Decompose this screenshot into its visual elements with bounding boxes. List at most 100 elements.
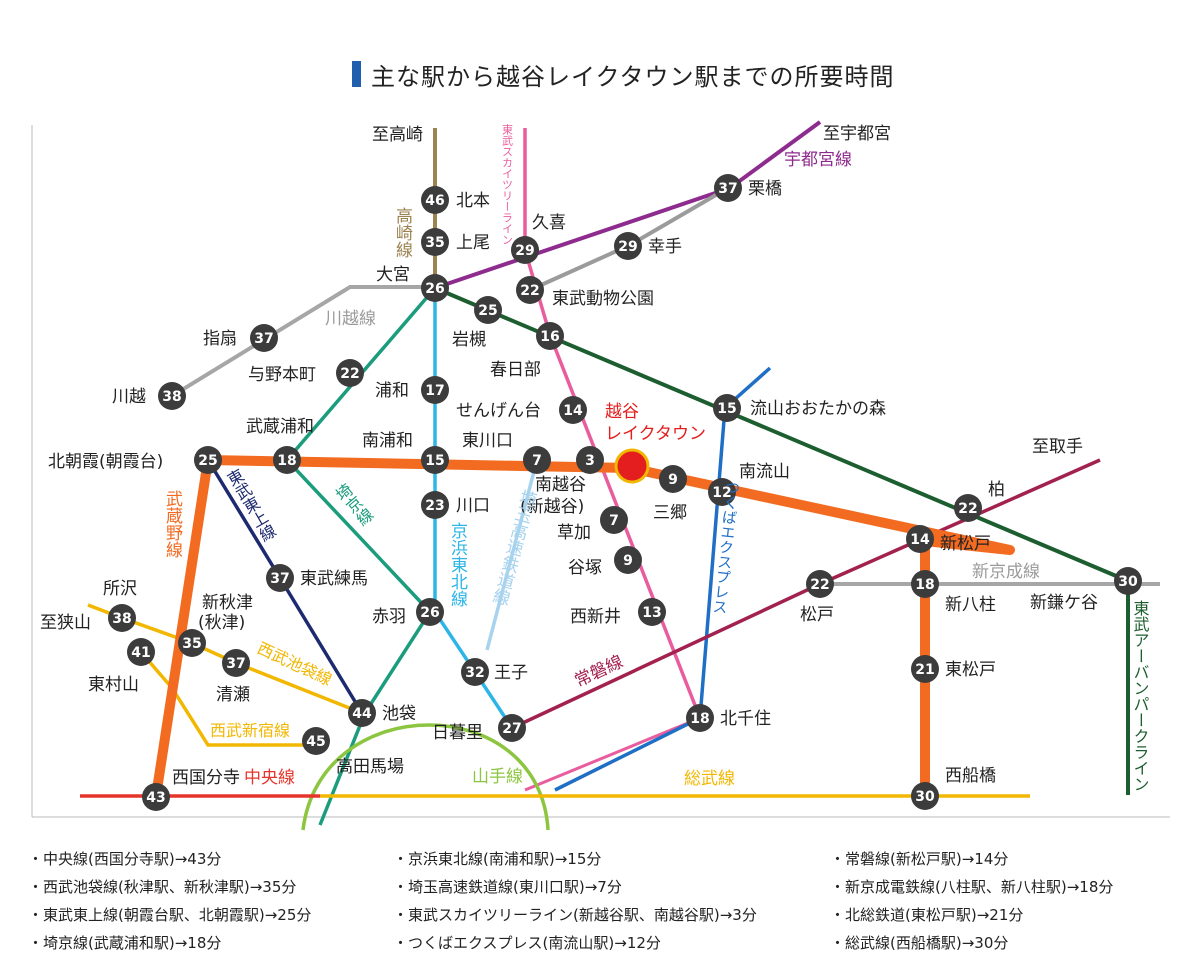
station-time-badge [194,446,222,474]
station-name: 松戸 [800,605,834,625]
station-minutes: 41 [131,645,150,661]
station-time-badge [806,570,834,598]
station-name: 川口 [456,496,490,516]
station-time-badge [614,232,642,260]
station-name: 日暮里 [432,723,483,743]
station-time-badge [536,322,564,350]
station-time-badge [421,446,449,474]
station-name: 池袋 [382,704,416,724]
map-label: 西武新宿線 [210,721,290,740]
station-minutes: 12 [712,485,731,501]
note-item: ・京浜東北線(南浦和駅)→15分 [393,850,602,868]
station-name: 東武練馬 [300,569,368,589]
station-minutes: 22 [810,577,829,593]
station-nippori: 27 日暮里 [432,714,526,743]
station-name: (新越谷) [520,497,584,517]
map-label: 至宇都宮 [823,124,891,144]
station-time-badge [108,604,136,632]
line-tsukuba [554,366,772,792]
map-label: レイクタウン [605,424,706,444]
line-joban [511,458,1101,730]
station-name: (秋津) [198,613,245,633]
station-name: 所沢 [103,579,137,599]
station-minutes: 37 [718,181,737,197]
station-minutes: 9 [668,472,678,488]
station-name: 清瀬 [216,685,250,705]
station-time-badge [336,359,364,387]
station-time-badge [474,296,502,324]
station-time-badge [516,276,544,304]
station-ageo: 35 上尾 [421,228,490,256]
station-time-badge [250,324,278,352]
map-label: 埼玉高速鉄道線 [488,487,539,607]
station-name: せんげん台 [456,401,541,421]
station-minutes: 37 [270,571,289,587]
station-minutes: 29 [618,239,637,255]
line-skytree-branch [524,716,701,792]
station-ikebukuro: 44 池袋 [348,699,416,727]
station-minutes: 3 [585,453,595,469]
map-label: 越谷 [605,402,639,422]
station-time-badge [416,598,444,626]
notes-column-1: ・中央線(西国分寺駅)→43分 ・西武池袋線(秋津駅、新秋津駅)→35分 ・東武… [28,845,311,957]
line-kawagoe [170,285,435,398]
station-minutes: 45 [306,734,325,750]
station-time-badge [178,629,206,657]
station-time-badge [576,446,604,474]
line-seibu-shinjuku [139,650,316,747]
lake-town-marker: 越谷 レイクタウン [605,402,706,484]
station-minutes: 13 [642,605,661,621]
station-time-badge [954,494,982,522]
station-name: 上尾 [456,233,490,253]
station-time-badge [614,546,642,574]
note-item: ・中央線(西国分寺駅)→43分 [28,850,222,868]
station-minutes: 44 [352,706,372,722]
station-name: 岩槻 [452,330,486,350]
station-minutes: 18 [690,711,709,727]
station-name: 浦和 [375,381,409,401]
note-item: ・西武池袋線(秋津駅、新秋津駅)→35分 [28,878,297,896]
station-minutes: 35 [425,235,444,251]
station-time-badge [273,446,301,474]
map-label: 山手線 [472,767,523,787]
title-accent-bar [352,61,361,87]
station-time-badge [1114,567,1142,595]
station-time-badge [421,376,449,404]
map-label: 至高崎 [372,125,423,145]
station-minutes: 35 [182,636,201,652]
station-name: 久喜 [532,213,566,233]
map-label: 宇都宮線 [784,150,852,170]
station-name: 西国分寺 [172,768,240,788]
station-time-badge [348,699,376,727]
station-name: 新鎌ケ谷 [1030,593,1098,613]
station-time-badge [906,525,934,553]
station-time-badge [421,274,449,302]
station-time-badge [708,478,736,506]
station-time-badge [498,714,526,742]
station-name: 北朝霞(朝霞台) [48,452,163,472]
station-kiyose: 37 清瀬 [216,649,250,705]
map-frame [31,125,1170,818]
station-name: 赤羽 [372,607,406,627]
station-minutes: 27 [502,721,521,737]
station-minutes: 15 [425,453,444,469]
station-minutes: 17 [425,383,444,399]
station-name: 草加 [557,523,591,543]
station-minutes: 37 [226,656,245,672]
